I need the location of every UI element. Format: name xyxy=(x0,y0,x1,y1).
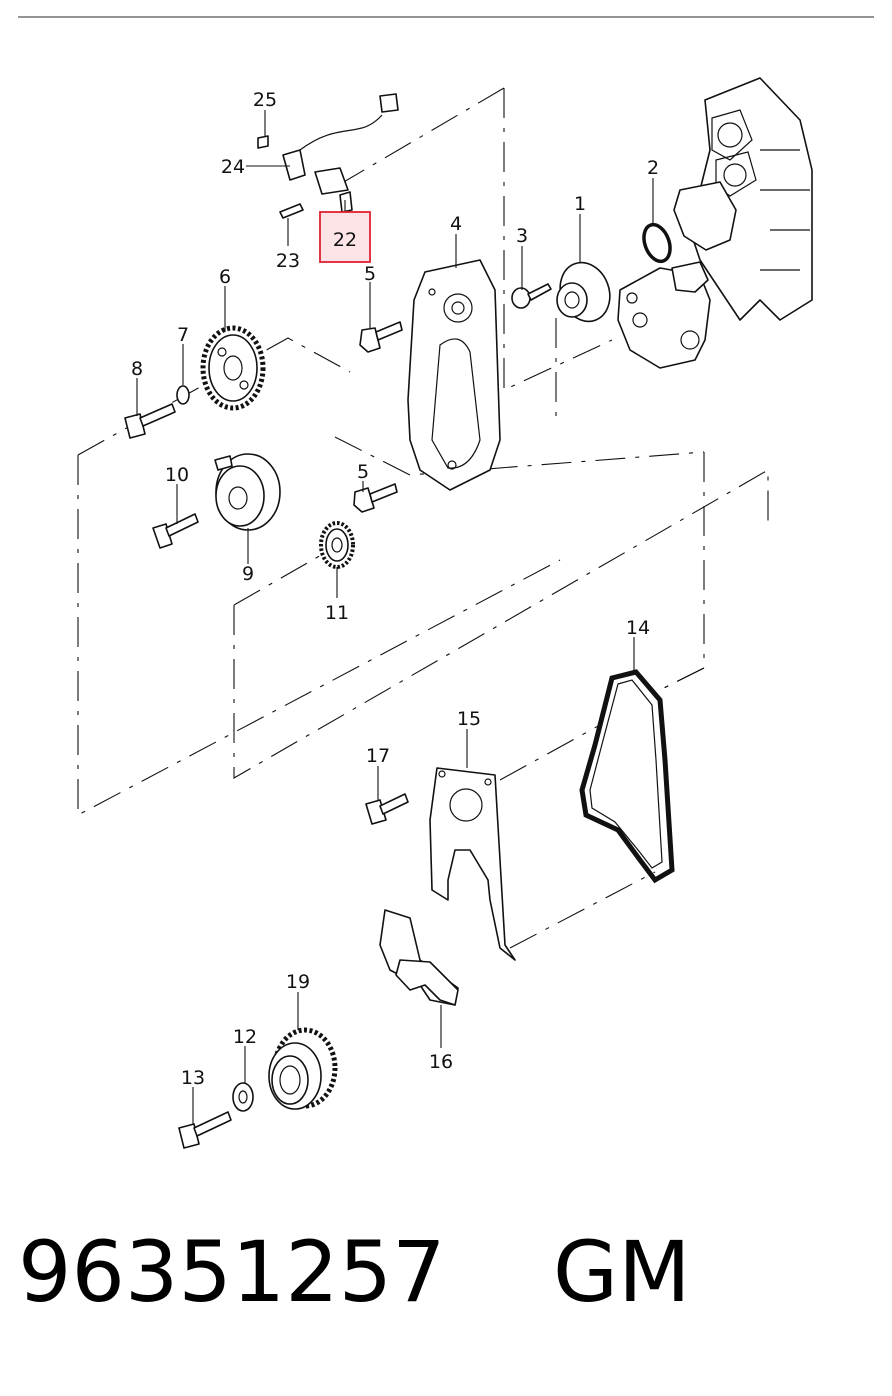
lower-cover-part-16 xyxy=(379,909,459,1006)
callout-label-12[interactable]: 12 xyxy=(233,1026,257,1048)
callout-leader-lines xyxy=(136,110,654,1124)
brand-name: GM xyxy=(553,1223,691,1321)
crankshaft-sprocket-part-19 xyxy=(268,1027,338,1110)
water-pump-part-1 xyxy=(556,261,611,323)
gasket-part-2 xyxy=(642,181,737,264)
callout-label-4[interactable]: 4 xyxy=(450,213,462,235)
callout-label-22[interactable]: 22 xyxy=(333,229,357,251)
callout-label-15[interactable]: 15 xyxy=(457,708,481,730)
callout-label-19[interactable]: 19 xyxy=(286,971,310,993)
bolt-part-5-lower xyxy=(353,483,398,513)
callout-label-5-lower[interactable]: 5 xyxy=(357,461,369,483)
tensioner-pulley-part-9 xyxy=(214,453,281,531)
callout-label-25[interactable]: 25 xyxy=(253,89,277,111)
front-cover-part-15 xyxy=(429,767,516,961)
bolt-part-10 xyxy=(152,513,199,549)
washer-part-7 xyxy=(176,385,190,405)
callout-label-23[interactable]: 23 xyxy=(276,250,300,272)
rear-cover-part-4 xyxy=(407,259,501,491)
assembly-guide-lines xyxy=(77,87,769,949)
callout-label-17[interactable]: 17 xyxy=(366,745,390,767)
callout-label-10[interactable]: 10 xyxy=(165,464,189,486)
bolt-part-3 xyxy=(511,283,552,309)
callout-label-24[interactable]: 24 xyxy=(221,156,245,178)
water-pump-housing xyxy=(617,261,711,369)
callout-label-16[interactable]: 16 xyxy=(429,1051,453,1073)
sensor-assembly xyxy=(257,93,399,219)
part-number: 96351257 xyxy=(18,1223,446,1321)
highlight-box-part-22[interactable] xyxy=(319,211,371,263)
callout-label-8[interactable]: 8 xyxy=(131,358,143,380)
timing-belt-part-14 xyxy=(579,669,675,884)
idler-gear-part-11 xyxy=(319,521,355,569)
camshaft-sprocket-part-6 xyxy=(200,325,266,411)
bolt-part-13 xyxy=(178,1111,232,1149)
callout-labels: 1 2 3 4 5 5 6 7 8 9 10 11 12 13 14 15 16… xyxy=(131,89,659,1089)
callout-label-9[interactable]: 9 xyxy=(242,563,254,585)
callout-label-5-upper[interactable]: 5 xyxy=(364,263,376,285)
callout-label-6[interactable]: 6 xyxy=(219,266,231,288)
callout-label-7[interactable]: 7 xyxy=(177,324,189,346)
bolt-part-17 xyxy=(365,793,409,825)
callout-label-2[interactable]: 2 xyxy=(647,157,659,179)
callout-label-1[interactable]: 1 xyxy=(574,193,586,215)
washer-part-12 xyxy=(232,1082,254,1112)
callout-label-3[interactable]: 3 xyxy=(516,225,528,247)
bolt-part-8 xyxy=(124,403,176,439)
callout-label-11[interactable]: 11 xyxy=(325,602,349,624)
callout-label-13[interactable]: 13 xyxy=(181,1067,205,1089)
bolt-part-5-upper xyxy=(359,321,403,353)
callout-label-14[interactable]: 14 xyxy=(626,617,650,639)
